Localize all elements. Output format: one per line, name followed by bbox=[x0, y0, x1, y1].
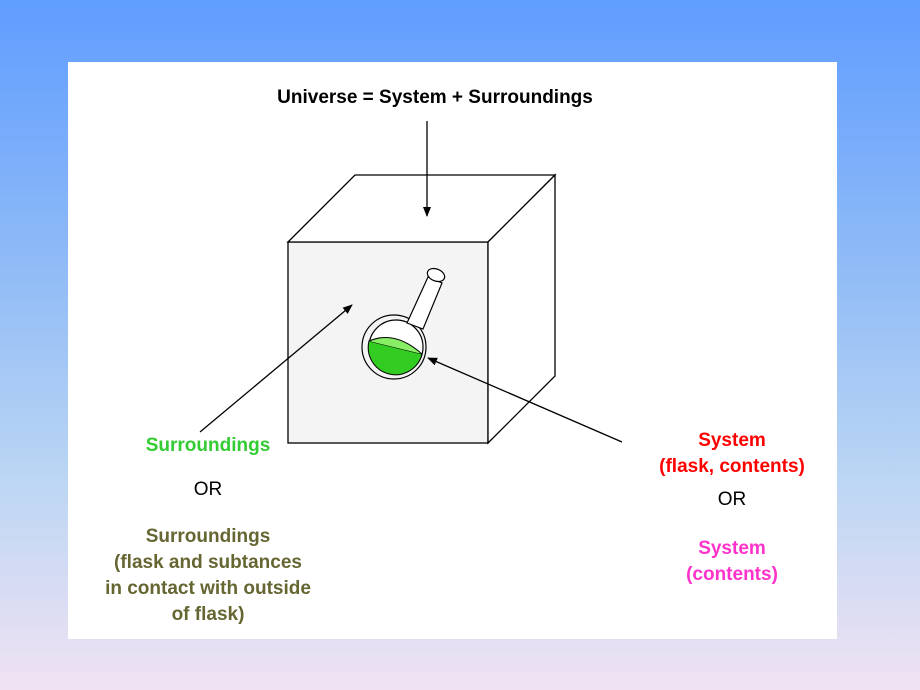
surroundings-label: Surroundings bbox=[145, 435, 271, 456]
arrow-surroundings-to-cube bbox=[199, 304, 353, 433]
arrows bbox=[199, 121, 623, 443]
diagram-title: Universe = System + Surroundings bbox=[277, 87, 593, 108]
cube-side-face bbox=[487, 173, 556, 445]
flask-liquid bbox=[367, 340, 423, 376]
surroundings-alt-label: Surroundings (flask and subtances in con… bbox=[105, 526, 311, 625]
flask-mouth bbox=[426, 267, 446, 283]
system-label: System (flask, contents) bbox=[659, 430, 805, 477]
or-right-label: OR bbox=[717, 489, 747, 510]
flask-icon bbox=[361, 267, 446, 380]
or-left-label: OR bbox=[193, 479, 223, 500]
arrow-system-to-flask bbox=[427, 357, 623, 443]
system-alt-label: System (contents) bbox=[686, 538, 778, 585]
flask-neck bbox=[406, 276, 443, 330]
flask-liquid-surface bbox=[368, 337, 423, 355]
